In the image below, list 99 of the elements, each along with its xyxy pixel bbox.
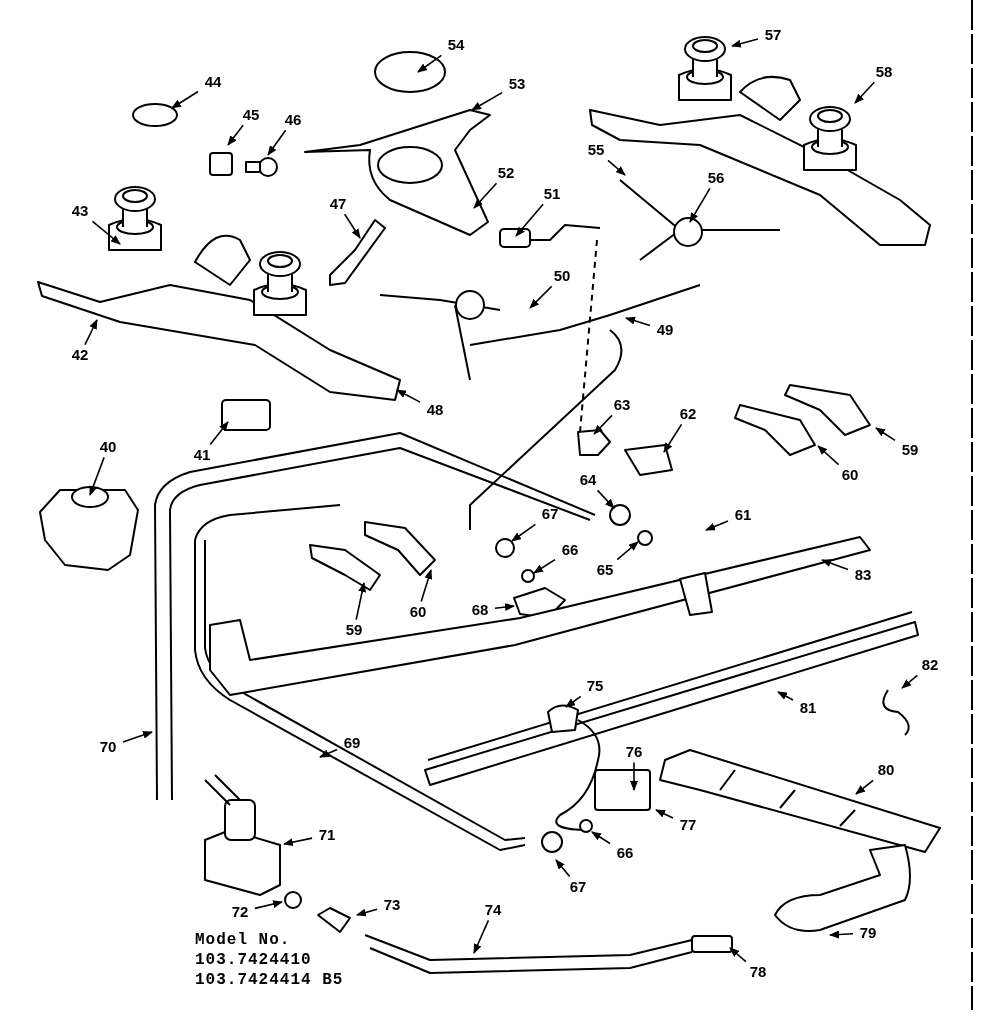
callout-number: 80 bbox=[873, 761, 899, 779]
leader-line bbox=[616, 541, 639, 561]
leader-line bbox=[875, 427, 896, 442]
leader-line bbox=[729, 947, 747, 963]
leader-line bbox=[533, 558, 556, 574]
leader-line bbox=[705, 520, 729, 531]
callout-number: 48 bbox=[422, 401, 448, 419]
leader-line bbox=[777, 691, 794, 701]
callout-number: 58 bbox=[871, 63, 897, 81]
leader-line bbox=[663, 423, 683, 453]
callout-number: 47 bbox=[325, 195, 351, 213]
callout-number: 61 bbox=[730, 506, 756, 524]
callout-number: 45 bbox=[238, 106, 264, 124]
leader-line bbox=[122, 731, 153, 743]
leader-line bbox=[417, 54, 443, 73]
callout-number: 60 bbox=[837, 466, 863, 484]
callout-number: 83 bbox=[850, 566, 876, 584]
callout-number: 49 bbox=[652, 321, 678, 339]
leader-line bbox=[817, 445, 840, 466]
leader-line bbox=[319, 748, 338, 758]
leader-line bbox=[227, 124, 244, 146]
callout-number: 64 bbox=[575, 471, 601, 489]
leader-line bbox=[209, 421, 229, 446]
model-number-text: Model No. bbox=[195, 930, 292, 950]
callout-number: 65 bbox=[592, 561, 618, 579]
callout-number: 81 bbox=[795, 699, 821, 717]
leader-line bbox=[689, 187, 711, 223]
callout-number: 60 bbox=[405, 603, 431, 621]
model-number-text: 103.7424414 B5 bbox=[195, 970, 344, 990]
callout-number: 67 bbox=[537, 505, 563, 523]
leader-line bbox=[731, 38, 759, 48]
callout-number: 71 bbox=[314, 826, 340, 844]
leader-line bbox=[84, 319, 98, 346]
callout-number: 78 bbox=[745, 963, 771, 981]
leader-line bbox=[420, 569, 433, 603]
callout-number: 46 bbox=[280, 111, 306, 129]
callout-number: 51 bbox=[539, 185, 565, 203]
callout-number: 59 bbox=[341, 621, 367, 639]
callout-number: 50 bbox=[549, 267, 575, 285]
leader-line bbox=[471, 91, 503, 111]
callout-number: 70 bbox=[95, 738, 121, 756]
callout-number: 52 bbox=[493, 164, 519, 182]
callout-number: 66 bbox=[557, 541, 583, 559]
leader-line bbox=[473, 182, 498, 209]
leader-line bbox=[254, 900, 283, 910]
leader-line bbox=[343, 213, 361, 239]
leader-line bbox=[355, 582, 367, 621]
leader-line bbox=[821, 559, 849, 571]
callout-number: 55 bbox=[583, 141, 609, 159]
callout-number: 40 bbox=[95, 438, 121, 456]
model-number-text: 103.7424410 bbox=[195, 950, 313, 970]
leader-line bbox=[396, 389, 421, 403]
callout-number: 74 bbox=[480, 901, 506, 919]
callout-number: 67 bbox=[565, 878, 591, 896]
leader-line bbox=[829, 930, 854, 939]
leader-line bbox=[593, 414, 613, 435]
leader-line bbox=[473, 919, 490, 954]
leader-line bbox=[529, 285, 553, 309]
leader-line bbox=[171, 90, 199, 109]
leader-line bbox=[89, 456, 105, 496]
leader-line bbox=[356, 908, 378, 917]
callout-number: 44 bbox=[200, 73, 226, 91]
leader-line bbox=[591, 831, 611, 845]
callout-number: 77 bbox=[675, 816, 701, 834]
leader-line bbox=[511, 523, 537, 542]
callout-number: 57 bbox=[760, 26, 786, 44]
callout-number: 62 bbox=[675, 405, 701, 423]
callout-number: 59 bbox=[897, 441, 923, 459]
callout-number: 75 bbox=[582, 677, 608, 695]
leader-line bbox=[267, 129, 287, 156]
callout-number: 69 bbox=[339, 734, 365, 752]
leader-line bbox=[555, 859, 571, 878]
callout-number: 42 bbox=[67, 346, 93, 364]
callout-number: 66 bbox=[612, 844, 638, 862]
leader-line bbox=[494, 603, 515, 611]
leader-line bbox=[565, 695, 582, 708]
callout-number: 76 bbox=[621, 743, 647, 761]
callout-number: 53 bbox=[504, 75, 530, 93]
leader-line bbox=[854, 81, 876, 104]
leader-line bbox=[91, 220, 121, 245]
callout-number: 82 bbox=[917, 656, 943, 674]
callout-number: 68 bbox=[467, 601, 493, 619]
leader-line bbox=[596, 489, 615, 509]
leader-line bbox=[630, 761, 638, 791]
leader-line bbox=[283, 837, 313, 847]
callout-number: 41 bbox=[189, 446, 215, 464]
callout-number: 79 bbox=[855, 924, 881, 942]
leader-line bbox=[515, 203, 544, 237]
callout-number: 73 bbox=[379, 896, 405, 914]
callout-number: 72 bbox=[227, 903, 253, 921]
leader-line bbox=[901, 674, 919, 689]
callout-number: 63 bbox=[609, 396, 635, 414]
leader-line bbox=[625, 316, 651, 327]
leader-line bbox=[655, 809, 674, 819]
callout-number: 56 bbox=[703, 169, 729, 187]
leader-line bbox=[855, 779, 874, 795]
callout-number: 43 bbox=[67, 202, 93, 220]
leader-line bbox=[607, 159, 626, 176]
callout-number: 54 bbox=[443, 36, 469, 54]
